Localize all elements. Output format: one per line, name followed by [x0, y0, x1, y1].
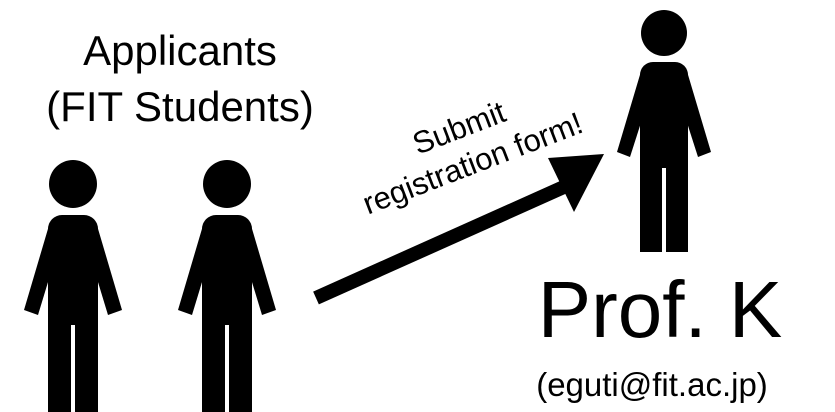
applicants-title: Applicants: [83, 27, 277, 74]
professor-name: Prof. K: [537, 265, 783, 354]
applicants-subtitle: (FIT Students): [46, 83, 314, 130]
professor-email: (eguti@fit.ac.jp): [536, 366, 768, 403]
person-icon: [178, 160, 276, 412]
person-icon: [24, 160, 122, 412]
person-icon: [617, 10, 711, 252]
